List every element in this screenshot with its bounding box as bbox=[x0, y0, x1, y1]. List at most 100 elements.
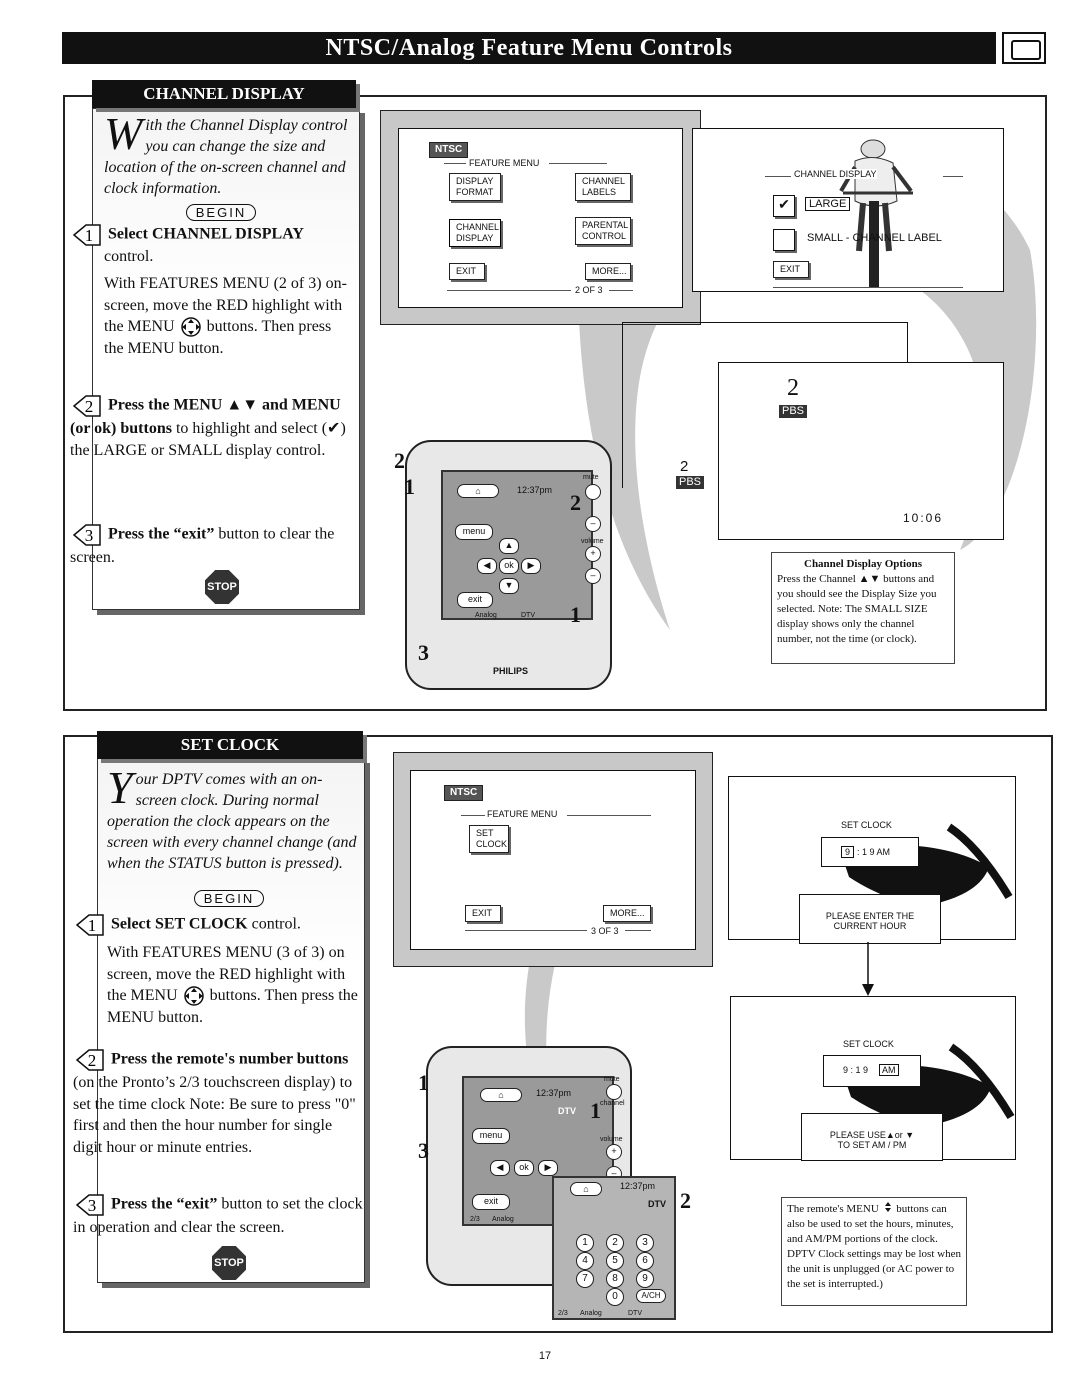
small-checkbox[interactable] bbox=[773, 229, 795, 251]
feature-menu-screen-2: NTSC FEATURE MENU SET CLOCK EXIT MORE...… bbox=[410, 770, 696, 950]
clock-prompt-1: PLEASE ENTER THE CURRENT HOUR bbox=[799, 894, 941, 944]
svg-text:3: 3 bbox=[85, 526, 94, 545]
remote-home-button[interactable]: ⌂ bbox=[457, 484, 499, 498]
set-clock-heading-1: SET CLOCK bbox=[841, 820, 892, 830]
clock-step-1-title: Select SET CLOCK bbox=[111, 915, 248, 933]
remote-left-button[interactable]: ◀ bbox=[477, 558, 497, 574]
remote2-volume-up-button[interactable]: + bbox=[606, 1144, 622, 1160]
clock-time-rest: : 1 9 AM bbox=[857, 847, 891, 857]
exit-button-2[interactable]: EXIT bbox=[465, 905, 501, 922]
clock-callout-2: 2 bbox=[680, 1188, 691, 1213]
keypad-dtv: DTV bbox=[648, 1199, 666, 1209]
remote-analog-label: Analog bbox=[475, 612, 497, 619]
clock-step-2-body: (on the Pronto’s 2/3 touchscreen display… bbox=[73, 1074, 356, 1156]
remote2-right-button[interactable]: ▶ bbox=[538, 1160, 558, 1176]
large-clock: 10:06 bbox=[903, 511, 944, 525]
svg-text:3: 3 bbox=[88, 1196, 97, 1215]
note2-body-c: DPTV Clock settings may be lost when the… bbox=[787, 1248, 961, 1290]
large-option[interactable]: LARGE bbox=[805, 197, 851, 211]
remote2-menu-button[interactable]: menu bbox=[472, 1128, 510, 1144]
key-0[interactable]: 0 bbox=[606, 1288, 624, 1306]
remote2-home-button[interactable]: ⌂ bbox=[480, 1088, 522, 1102]
set-clock-button[interactable]: SET CLOCK bbox=[469, 825, 509, 853]
clock-step-1-body-b: buttons. Then press the MENU button. bbox=[107, 987, 358, 1027]
set-clock-heading-2: SET CLOCK bbox=[843, 1039, 894, 1049]
keypad-page: 2/3 bbox=[558, 1310, 568, 1317]
svg-text:1: 1 bbox=[88, 916, 97, 935]
remote2-time: 12:37pm bbox=[536, 1088, 572, 1098]
begin-button: BEGIN bbox=[186, 204, 256, 221]
large-channel-label: PBS bbox=[779, 405, 808, 418]
key-8[interactable]: 8 bbox=[606, 1270, 624, 1288]
set-clock-section bbox=[63, 735, 1053, 1333]
remote-dtv-label: DTV bbox=[521, 612, 535, 619]
remote2-left-button[interactable]: ◀ bbox=[490, 1160, 510, 1176]
channel-labels-button[interactable]: CHANNEL LABELS bbox=[575, 173, 631, 201]
large-display-screen: 2 PBS 10:06 bbox=[718, 362, 1004, 540]
parental-control-button[interactable]: PARENTAL CONTROL bbox=[575, 217, 631, 245]
note2-body-a: The remote's MENU bbox=[787, 1203, 879, 1215]
clock-callout-1: 1 bbox=[418, 1070, 429, 1095]
clock-step-1-body: With FEATURES MENU (3 of 3) on screen, m… bbox=[107, 942, 359, 1029]
keypad-home-button[interactable]: ⌂ bbox=[570, 1182, 602, 1196]
remote-down-button[interactable]: ▼ bbox=[499, 578, 519, 594]
remote-mute-label: mute bbox=[583, 474, 599, 481]
intro-body: ith the Channel Display control you can … bbox=[104, 117, 348, 197]
clock-step-1: 1 Select SET CLOCK control. bbox=[73, 913, 363, 937]
clock-ampm-field[interactable]: AM bbox=[879, 1064, 899, 1076]
remote-channel-down-button[interactable]: – bbox=[585, 516, 601, 532]
set-clock-screen-2: SET CLOCK 9 : 1 9 AM PLEASE USE▲or ▼ TO … bbox=[730, 996, 1016, 1161]
clock-time-2: 9 : 1 9 bbox=[843, 1065, 869, 1075]
small-option[interactable]: SMALL - CHANNEL LABEL bbox=[807, 232, 942, 244]
options-exit-button[interactable]: EXIT bbox=[773, 261, 809, 278]
feature-menu-screen: NTSC FEATURE MENU DISPLAY FORMAT CHANNEL… bbox=[398, 128, 683, 308]
remote-volume-down-button[interactable]: – bbox=[585, 568, 601, 584]
display-format-button[interactable]: DISPLAY FORMAT bbox=[449, 173, 501, 201]
remote2-ok-button[interactable]: ok bbox=[514, 1160, 534, 1176]
remote-control: ⌂ 12:37pm menu ▲ ◀ ok ▶ ▼ exit Analog DT… bbox=[405, 440, 612, 690]
callout-1: 1 bbox=[404, 474, 415, 499]
remote2-exit-button[interactable]: exit bbox=[472, 1194, 510, 1210]
skater-image-2 bbox=[771, 1043, 1015, 1147]
large-checkbox[interactable]: ✔ bbox=[773, 195, 795, 217]
key-7[interactable]: 7 bbox=[576, 1270, 594, 1288]
keypad-analog: Analog bbox=[580, 1310, 602, 1317]
clock-step-1-suffix: control. bbox=[251, 915, 301, 933]
callout-2b: 2 bbox=[570, 490, 581, 515]
more-button-2[interactable]: MORE... bbox=[603, 905, 651, 922]
remote-menu-button[interactable]: menu bbox=[455, 524, 493, 540]
remote2-volume-label: volume bbox=[600, 1136, 623, 1143]
remote-right-button[interactable]: ▶ bbox=[521, 558, 541, 574]
remote-volume-up-button[interactable]: + bbox=[585, 546, 601, 562]
remote-mute-button[interactable] bbox=[585, 484, 601, 500]
note-body: Press the Channel ▲▼ buttons and you sho… bbox=[777, 573, 937, 645]
channel-display-instructions bbox=[92, 108, 360, 610]
key-4[interactable]: 4 bbox=[576, 1252, 594, 1270]
key-5[interactable]: 5 bbox=[606, 1252, 624, 1270]
key-9[interactable]: 9 bbox=[636, 1270, 654, 1288]
remote2-mute-button[interactable] bbox=[606, 1084, 622, 1100]
stop-sign-icon-2: STOP bbox=[212, 1246, 246, 1280]
section-header-2: SET CLOCK bbox=[97, 731, 363, 759]
key-6[interactable]: 6 bbox=[636, 1252, 654, 1270]
menu-cross-icon bbox=[180, 317, 201, 338]
channel-display-button[interactable]: CHANNEL DISPLAY bbox=[449, 219, 501, 247]
clock-step-2-badge: 2 bbox=[75, 1049, 104, 1071]
key-2[interactable]: 2 bbox=[606, 1234, 624, 1252]
exit-button[interactable]: EXIT bbox=[449, 263, 485, 280]
channel-display-options-screen: CHANNEL DISPLAY ✔ LARGE SMALL - CHANNEL … bbox=[692, 128, 1004, 292]
key-ach[interactable]: A/CH bbox=[636, 1289, 666, 1303]
remote2-dtv: DTV bbox=[558, 1106, 576, 1116]
remote-up-button[interactable]: ▲ bbox=[499, 538, 519, 554]
remote-ok-button[interactable]: ok bbox=[499, 558, 519, 574]
remote-exit-button[interactable]: exit bbox=[457, 592, 493, 608]
key-3[interactable]: 3 bbox=[636, 1234, 654, 1252]
clock-prompt-2: PLEASE USE▲or ▼ TO SET AM / PM bbox=[801, 1113, 943, 1161]
clock-hour-field[interactable]: 9 bbox=[841, 846, 855, 858]
key-1[interactable]: 1 bbox=[576, 1234, 594, 1252]
step-1-badge: 1 bbox=[72, 224, 101, 246]
menu-heading-2: FEATURE MENU bbox=[487, 809, 558, 819]
more-button[interactable]: MORE... bbox=[585, 263, 631, 280]
clock-step-3-body: button to set the clock in operation and… bbox=[73, 1195, 363, 1236]
